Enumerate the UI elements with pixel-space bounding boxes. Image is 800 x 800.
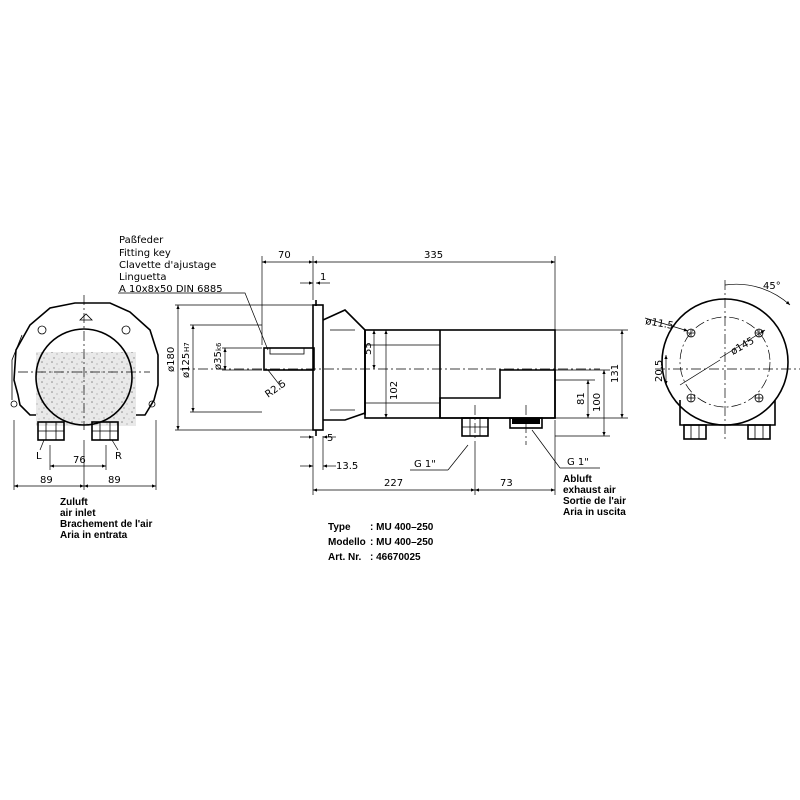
model-label: Modello (328, 537, 366, 548)
dim-73: 73 (500, 478, 513, 489)
dim-35-tolerance: k6 (215, 342, 223, 351)
exhaust-label-it: Aria in uscita (563, 507, 626, 518)
flange-view (644, 280, 800, 440)
side-view-dimensions (118, 256, 628, 495)
bolt-hole (754, 393, 764, 403)
port-right-label: R (115, 451, 122, 462)
art-number-value: : 46670025 (370, 552, 421, 563)
inlet-label-de: Zuluft (60, 497, 88, 508)
dim-76: 76 (73, 455, 86, 466)
end-view-inlet (10, 295, 159, 490)
inlet-label-it: Aria in entrata (60, 530, 128, 541)
model-value: : MU 400–250 (370, 537, 434, 548)
dim-35: ø35 (213, 351, 224, 370)
key-label-de: Paßfeder (119, 235, 164, 246)
bolt-hole (686, 328, 696, 338)
dim-227: 227 (384, 478, 403, 489)
dim-13-5: 13.5 (336, 461, 358, 472)
dim-335: 335 (424, 250, 443, 261)
dim-131: 131 (610, 364, 621, 383)
dim-r2-5: R2.5 (263, 378, 288, 400)
dim-125-tolerance: H7 (183, 342, 191, 352)
key-label-fr: Clavette d'ajustage (119, 260, 216, 271)
type-value: : MU 400–250 (370, 522, 434, 533)
dim-1: 1 (320, 272, 326, 283)
dim-70: 70 (278, 250, 291, 261)
type-label: Type (328, 522, 351, 533)
bolt-hole (686, 393, 696, 403)
art-number-label: Art. Nr. (328, 552, 362, 563)
dim-45-degrees: 45° (763, 281, 781, 292)
dim-81: 81 (576, 392, 587, 405)
side-view-motor (180, 300, 600, 445)
exhaust-label-de: Abluft (563, 474, 593, 485)
dim-20-5: 20.5 (654, 360, 665, 382)
key-label-it: Linguetta (119, 272, 167, 283)
exhaust-label-en: exhaust air (563, 485, 616, 496)
dim-89-right: 89 (108, 475, 121, 486)
dim-145: ø145 (729, 335, 756, 357)
port-g1-exhaust: G 1" (567, 457, 589, 468)
dim-100: 100 (592, 393, 603, 412)
dim-55: 55 (363, 342, 374, 355)
exhaust-label-fr: Sortie de l'air (563, 496, 626, 507)
key-spec: A 10x8x50 DIN 6885 (119, 284, 223, 295)
dim-5: 5 (327, 433, 333, 444)
inlet-label-fr: Brachement de l'air (60, 519, 153, 530)
dim-180: ø180 (166, 347, 177, 372)
dim-102: 102 (389, 381, 400, 400)
dim-125: ø125 (181, 353, 192, 378)
port-left-label: L (36, 451, 42, 462)
inlet-label-en: air inlet (60, 508, 96, 519)
dim-89-left: 89 (40, 475, 53, 486)
dim-11-5: ø11.5 (644, 316, 674, 332)
port-g1-inlet: G 1" (414, 459, 436, 470)
key-label-en: Fitting key (119, 248, 171, 259)
